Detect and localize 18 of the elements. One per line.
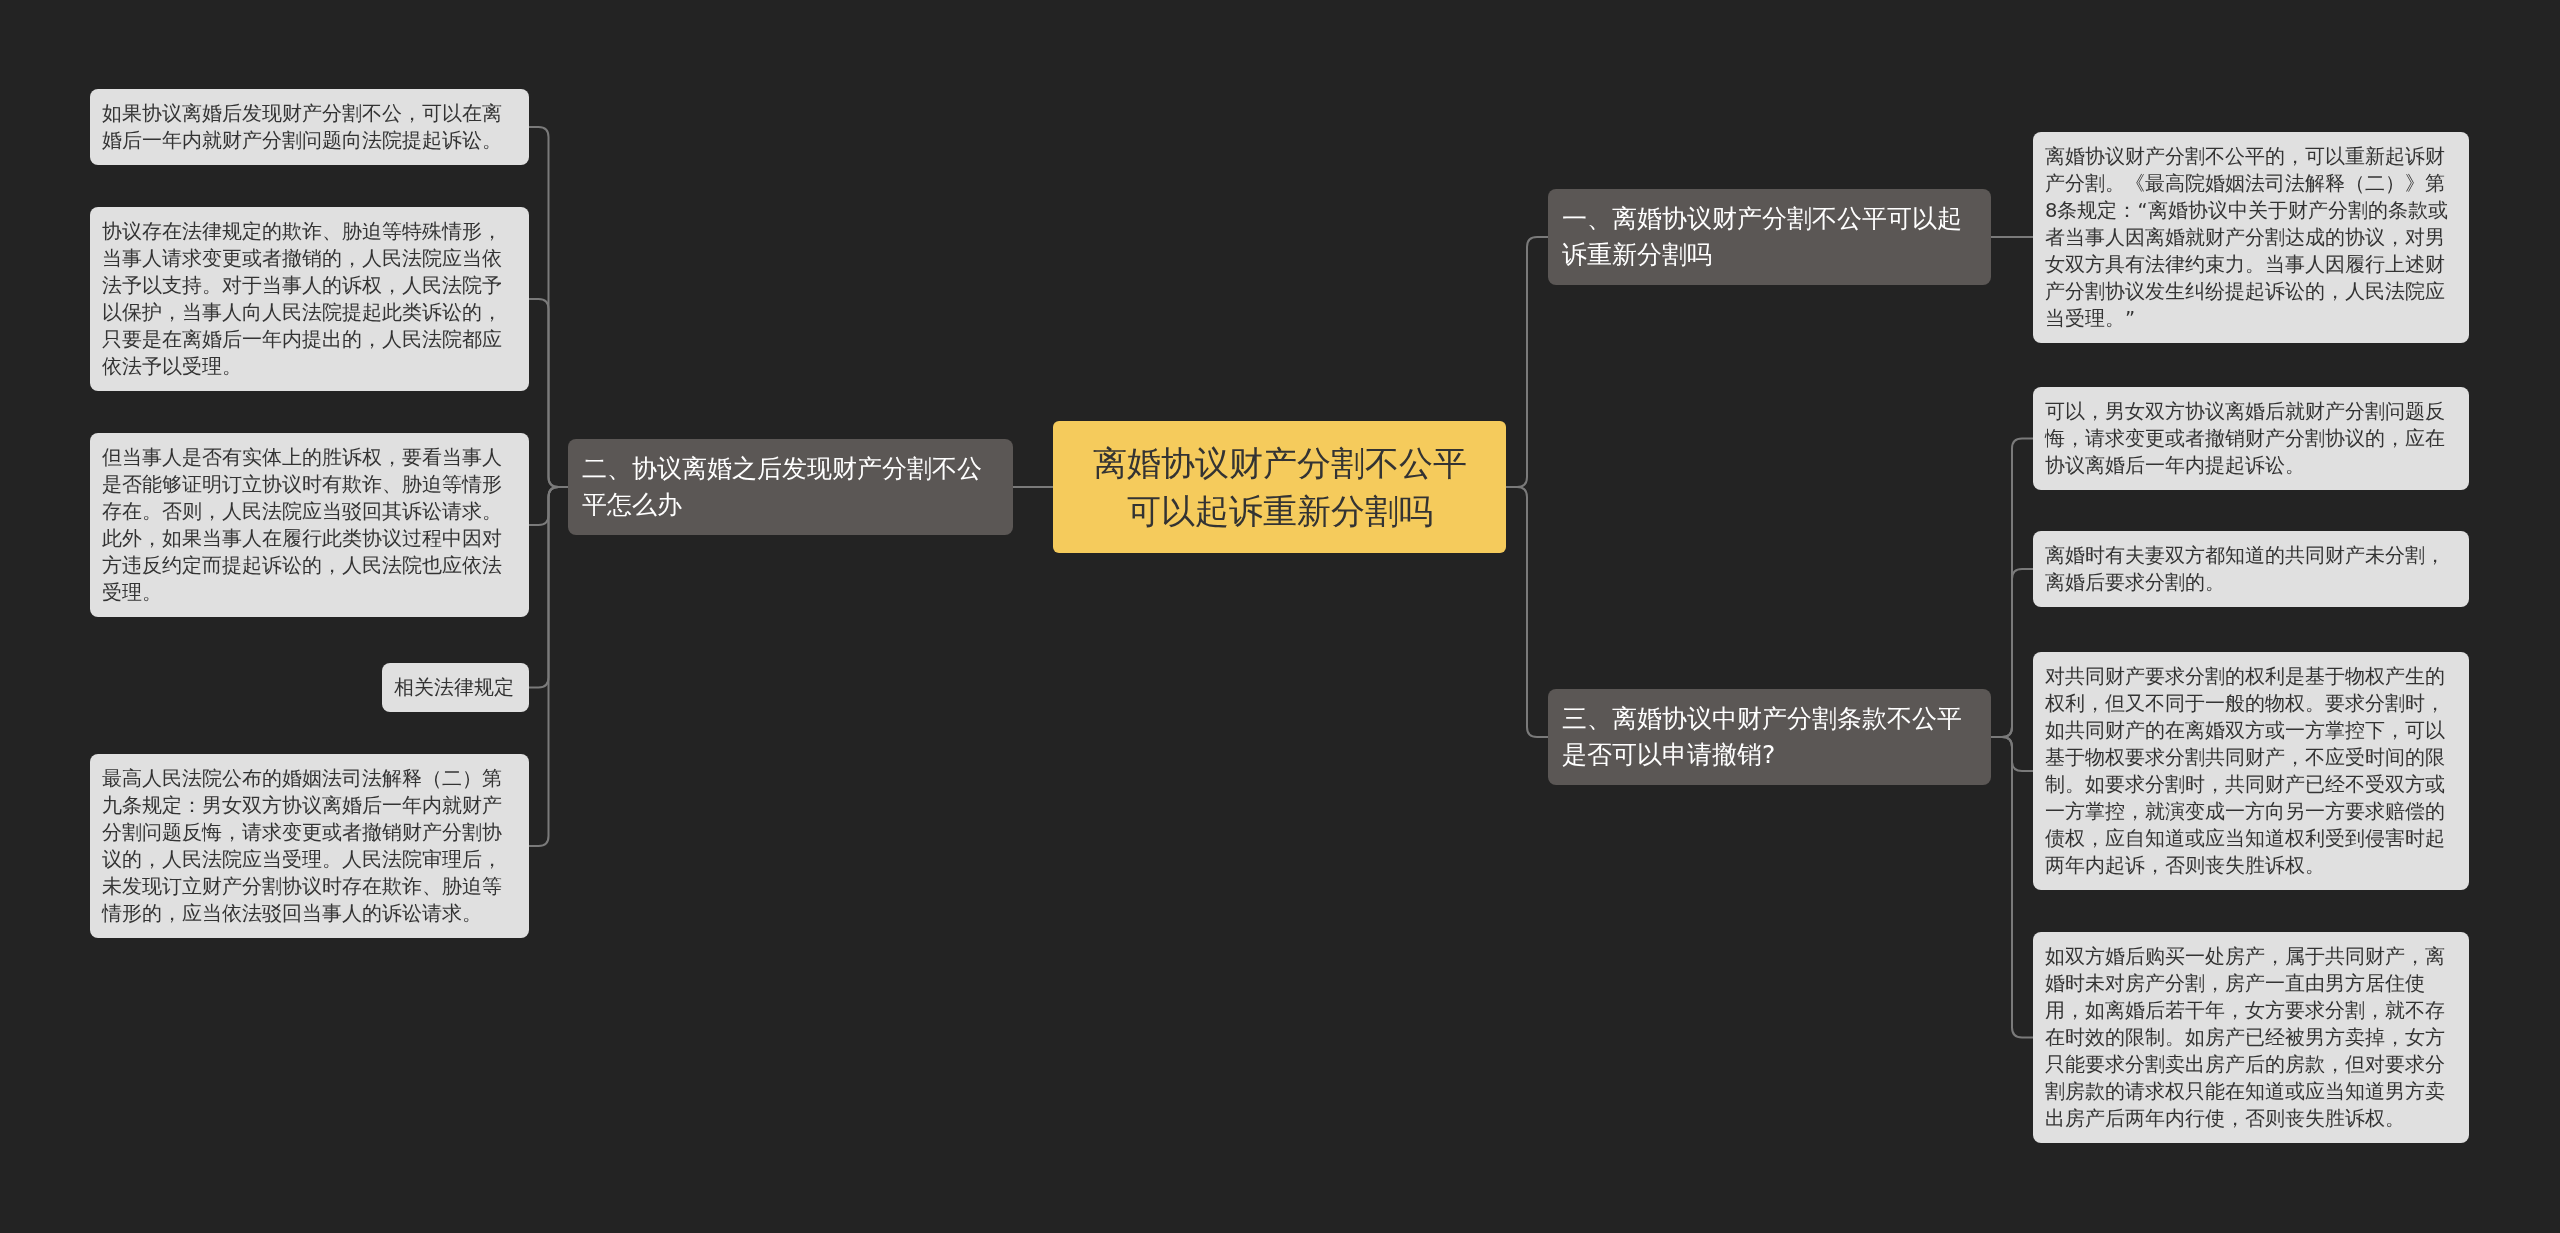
topic-box: 离婚协议财产分割不公平可以起诉重新分割吗 bbox=[1053, 421, 1506, 553]
note-box: 协议存在法律规定的欺诈、胁迫等特殊情形，当事人请求变更或者撤销的，人民法院应当依法予以支持。对于当事人的诉权，人民法院予以保护，当事人向人民法院提起此类诉讼的，只要是在离婚后一年内提出的，人民法院都应依法予以受理。 bbox=[90, 207, 529, 391]
note-box: 离婚时有夫妻双方都知道的共同财产未分割，离婚后要求分割的。 bbox=[2033, 531, 2469, 607]
subtopic-box: 三、离婚协议中财产分割条款不公平是否可以申请撤销? bbox=[1548, 689, 1991, 785]
subtopic-box: 一、离婚协议财产分割不公平可以起诉重新分割吗 bbox=[1548, 189, 1991, 285]
note-box: 可以，男女双方协议离婚后就财产分割问题反悔，请求变更或者撤销财产分割协议的，应在协议离婚后一年内提起诉讼。 bbox=[2033, 387, 2469, 490]
note-box: 如双方婚后购买一处房产，属于共同财产，离婚时未对房产分割，房产一直由男方居住使用，如离婚后若干年，女方要求分割，就不存在时效的限制。如房产已经被男方卖掉，女方只能要求分割卖出房产后的房款，但对要求分割房款的请求权只能在知道或应当知道男方卖出房产后两年内行使，否则丧失胜诉权。 bbox=[2033, 932, 2469, 1143]
note-box: 离婚协议财产分割不公平的，可以重新起诉财产分割。《最高院婚姻法司法解释（二）》第8条规定：“离婚协议中关于财产分割的条款或者当事人因离婚就财产分割达成的协议，对男女双方具有法律约束力。当事人因履行上述财产分割协议发生纠纷提起诉讼的，人民法院应当受理。” bbox=[2033, 132, 2469, 343]
note-box: 最高人民法院公布的婚姻法司法解释（二）第九条规定：男女双方协议离婚后一年内就财产分割问题反悔，请求变更或者撤销财产分割协议的，人民法院应当受理。人民法院审理后，未发现订立财产分割协议时存在欺诈、胁迫等情形的，应当依法驳回当事人的诉讼请求。 bbox=[90, 754, 529, 938]
connector-line bbox=[1505, 486, 1549, 738]
subtopic-box: 二、协议离婚之后发现财产分割不公平怎么办 bbox=[568, 439, 1013, 535]
connector-line bbox=[1990, 736, 2034, 1039]
note-box: 但当事人是否有实体上的胜诉权，要看当事人是否能够证明订立协议时有欺诈、胁迫等情形存在。否则，人民法院应当驳回其诉讼请求。此外，如果当事人在履行此类协议过程中因对方违反约定而提起诉讼的，人民法院也应依法受理。 bbox=[90, 433, 529, 617]
connector-line bbox=[1990, 236, 2034, 238]
note-box: 如果协议离婚后发现财产分割不公，可以在离婚后一年内就财产分割问题向法院提起诉讼。 bbox=[90, 89, 529, 165]
note-box: 相关法律规定 bbox=[382, 663, 529, 712]
connector-line bbox=[1012, 486, 1054, 488]
note-box: 对共同财产要求分割的权利是基于物权产生的权利，但又不同于一般的物权。要求分割时，如共同财产的在离婚双方或一方掌控下，可以基于物权要求分割共同财产，不应受时间的限制。如要求分割时，共同财产已经不受双方或一方掌控，就演变成一方向另一方要求赔偿的债权，应自知道或应当知道权利受到侵害时起两年内起诉，否则丧失胜诉权。 bbox=[2033, 652, 2469, 890]
